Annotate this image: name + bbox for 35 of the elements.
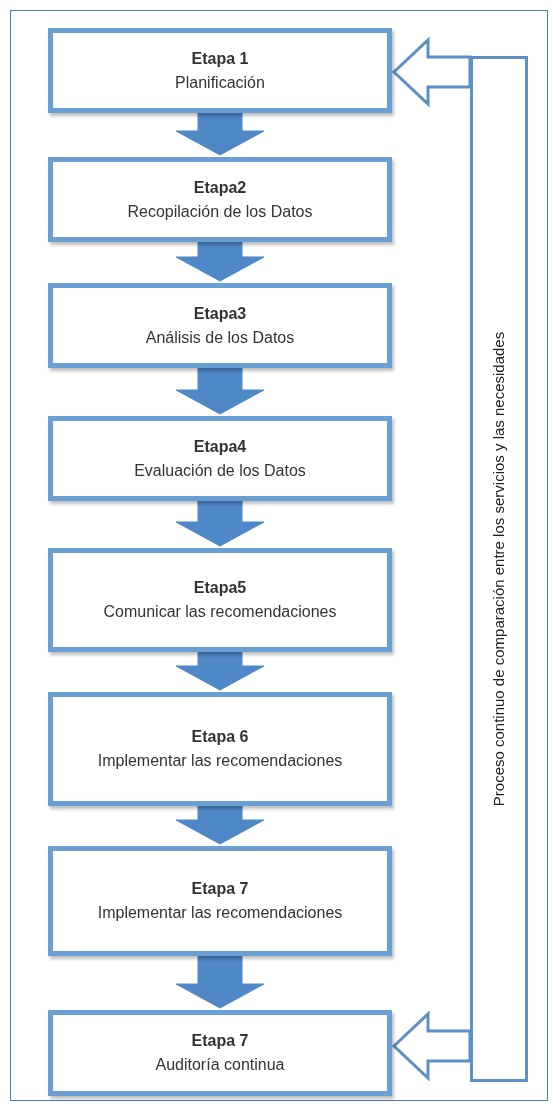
stage-description: Análisis de los Datos: [145, 327, 295, 348]
block-arrow: [175, 500, 265, 547]
stage-box: [48, 416, 392, 501]
block-arrow: [175, 112, 265, 156]
feedback-band: [470, 56, 528, 1082]
stage-box: [48, 157, 392, 242]
stage-description: Planificación: [175, 72, 265, 93]
stage-title: Etapa2: [193, 177, 247, 198]
stage-title: Etapa 7: [191, 1031, 249, 1051]
stage-title: Etapa 7: [191, 879, 249, 899]
block-arrow: [175, 805, 265, 845]
stage-box: [48, 692, 392, 806]
stage-box: [48, 548, 392, 652]
stage-title: Etapa5: [193, 578, 247, 598]
stage-title: Etapa4: [193, 436, 247, 457]
band-label: Proceso continuo de comparación entre los servicios y las necesidades: [488, 331, 508, 807]
block-arrow: [175, 651, 265, 691]
stage-box: [48, 283, 392, 368]
stage-title: Etapa 1: [191, 48, 249, 69]
stage-description: Evaluación de los Datos: [134, 460, 306, 481]
stage-box: [48, 28, 392, 113]
stage-box: [48, 1010, 392, 1096]
block-arrow: [175, 367, 265, 415]
hollow-block-arrow: [391, 36, 472, 108]
hollow-block-arrow: [391, 1010, 472, 1082]
block-arrow: [175, 955, 265, 1009]
stage-description: Recopilación de los Datos: [127, 201, 313, 222]
stage-description: Implementar las recomendaciones: [97, 903, 343, 923]
stage-box: [48, 846, 392, 956]
stage-title: Etapa 6: [191, 727, 249, 747]
stage-description: Auditoría continua: [155, 1055, 285, 1075]
stage-description: Comunicar las recomendaciones: [103, 602, 337, 622]
stage-description: Implementar las recomendaciones: [97, 751, 343, 771]
stage-title: Etapa3: [193, 303, 247, 324]
block-arrow: [175, 241, 265, 282]
